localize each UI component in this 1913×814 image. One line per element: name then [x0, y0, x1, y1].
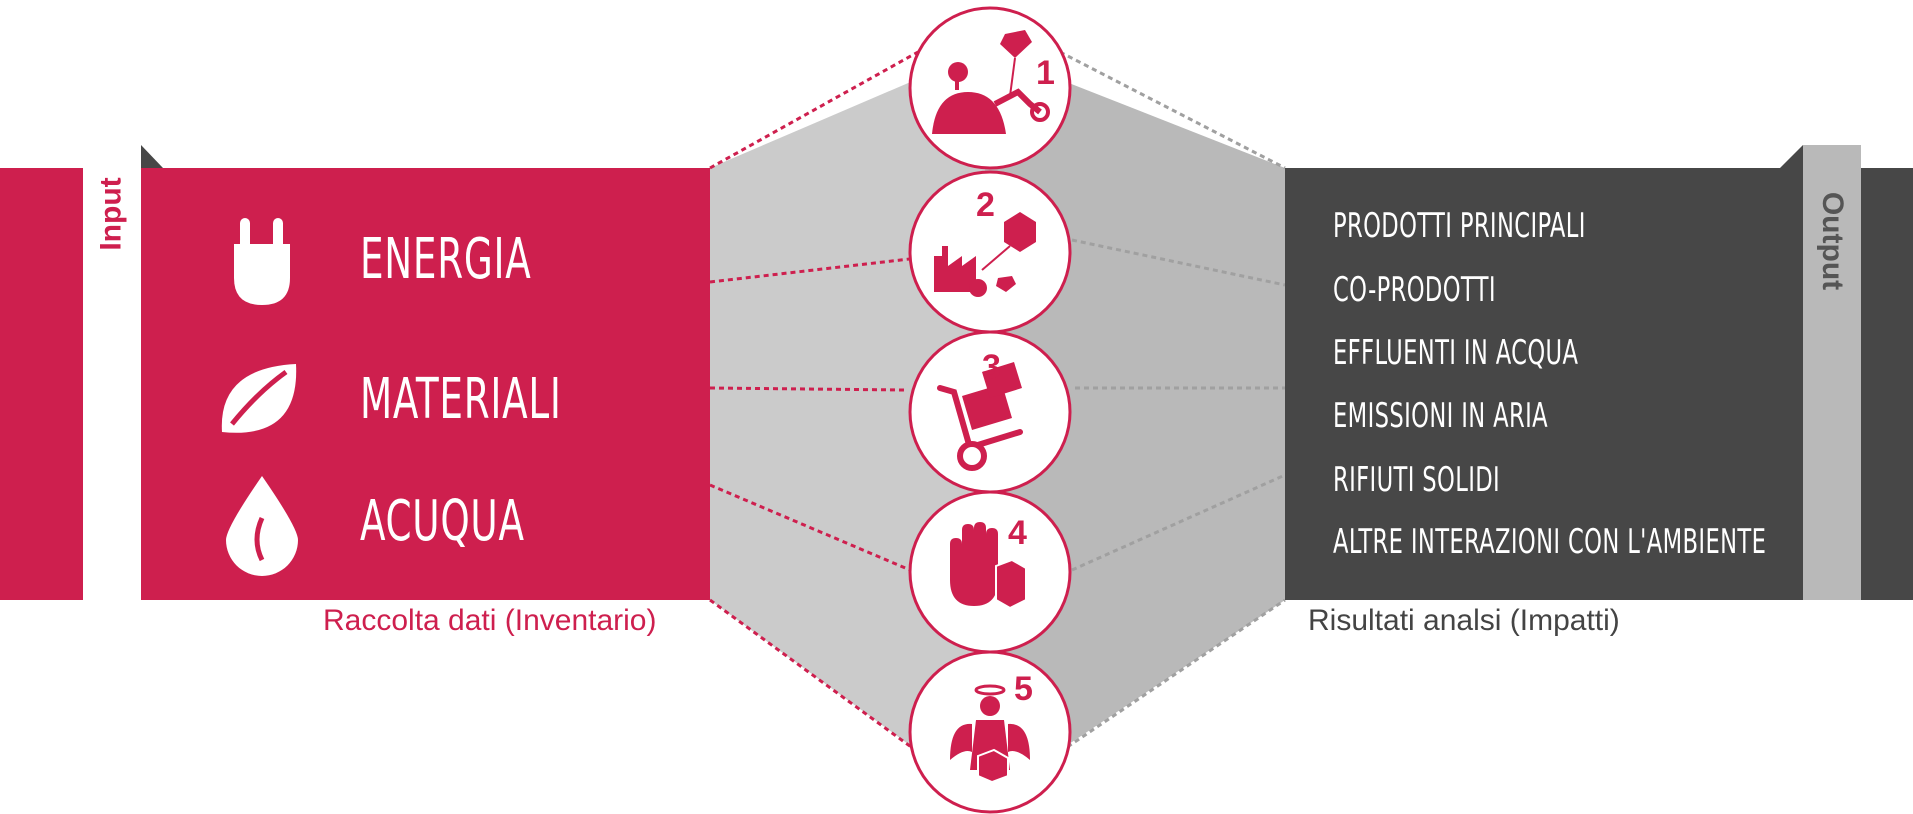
hand-use-icon [950, 522, 1027, 610]
output-item-altre-interazioni: ALTRE INTERAZIONI CON L'AMBIENTE [1333, 522, 1767, 562]
phase-5-number: 5 [1014, 670, 1033, 708]
connector-out-4 [1071, 473, 1286, 572]
input-item-energia: ENERGIA [360, 227, 532, 292]
input-band-left [0, 168, 83, 600]
connector-in-5 [709, 598, 919, 754]
phase-4-circle [908, 490, 1072, 654]
input-item-materiali: MATERIALI [360, 367, 562, 432]
phase-2-number: 2 [976, 186, 995, 224]
input-label-text: Input [95, 177, 128, 251]
phase-3-number: 3 [982, 348, 1001, 386]
input-fold [141, 145, 163, 168]
phase-1-number: 1 [1036, 54, 1055, 92]
output-item-rifiuti: RIFIUTI SOLIDI [1333, 460, 1501, 500]
output-label-text: Output [1816, 191, 1850, 290]
plug-icon [234, 218, 290, 305]
output-connectors [1059, 50, 1286, 754]
output-item-emissioni: EMISSIONI IN ARIA [1333, 396, 1548, 436]
connector-out-2 [1071, 238, 1286, 287]
raw-material-extraction-icon [932, 30, 1050, 134]
input-panel [0, 145, 710, 600]
connector-out-1 [1059, 50, 1286, 170]
factory-production-icon [934, 212, 1036, 297]
angel-end-of-life-icon [950, 684, 1030, 784]
output-panel [1285, 145, 1913, 600]
output-caption: Risultati analsi (Impatti) [1308, 604, 1620, 637]
hand-truck-transport-icon [937, 362, 1023, 471]
phase-2-circle [908, 170, 1072, 334]
connector-out-5 [1059, 598, 1286, 754]
phase-4-number: 4 [1008, 514, 1027, 552]
connector-in-3 [709, 386, 906, 392]
water-drop-icon [226, 476, 298, 576]
leaf-icon [221, 364, 297, 433]
input-label: Input [83, 168, 141, 260]
input-caption: Raccolta dati (Inventario) [323, 604, 657, 637]
output-item-prodotti-principali: PRODOTTI PRINCIPALI [1333, 206, 1586, 246]
output-label-strip [1803, 145, 1861, 600]
output-item-co-prodotti: CO-PRODOTTI [1333, 270, 1496, 310]
phase-1-circle [908, 6, 1072, 170]
connector-in-4 [709, 483, 911, 572]
input-label-strip [83, 168, 141, 600]
output-main-panel [1285, 168, 1803, 600]
input-item-acuqua: ACUQUA [360, 489, 525, 554]
output-fold [1780, 145, 1803, 168]
output-band-right [1861, 168, 1913, 600]
connector-in-1 [709, 50, 919, 170]
input-connectors [709, 50, 919, 754]
phase-5-circle [908, 650, 1072, 814]
output-label: Output [1803, 168, 1861, 313]
connector-in-2 [709, 256, 919, 284]
output-item-effluenti: EFFLUENTI IN ACQUA [1333, 333, 1579, 373]
